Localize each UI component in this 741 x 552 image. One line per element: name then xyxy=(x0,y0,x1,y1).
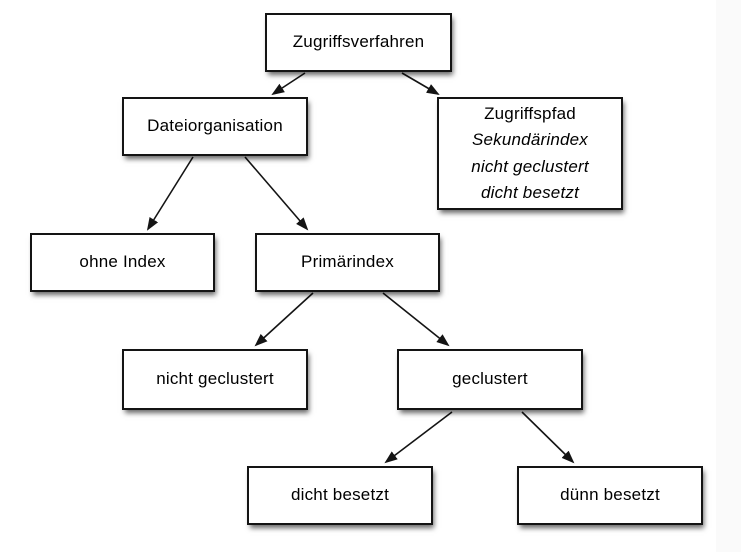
node-dateiorganisation: Dateiorganisation xyxy=(122,97,308,156)
node-label: Sekundärindex xyxy=(471,130,588,150)
node-label: dicht besetzt xyxy=(480,182,580,202)
node-label: Dateiorganisation xyxy=(147,116,283,136)
node-duenn-besetzt: dünn besetzt xyxy=(517,466,703,525)
node-label: Primärindex xyxy=(301,252,394,272)
node-nicht-geclustert: nicht geclustert xyxy=(122,349,308,410)
node-zugriffsverfahren: Zugriffsverfahren xyxy=(265,13,452,72)
node-label: geclustert xyxy=(452,369,528,389)
edge-zugriffsverfahren-to-zugriffspfad xyxy=(401,72,440,96)
edge-geclustert-to-dicht-besetzt xyxy=(384,411,453,464)
page-edge-strip xyxy=(716,0,741,552)
node-primaerindex: Primärindex xyxy=(255,233,440,292)
edge-primaerindex-to-nicht-geclustert xyxy=(254,292,314,347)
node-label: ohne Index xyxy=(79,252,166,272)
node-label: nicht geclustert xyxy=(156,369,274,389)
node-label: Zugriffsverfahren xyxy=(292,32,425,52)
node-label: dicht besetzt xyxy=(290,485,390,505)
edge-zugriffsverfahren-to-dateiorganisation xyxy=(271,72,306,96)
edge-dateiorganisation-to-primaerindex xyxy=(244,156,309,231)
node-geclustert: geclustert xyxy=(397,349,583,410)
edge-dateiorganisation-to-ohne-index xyxy=(146,156,194,231)
node-label: dünn besetzt xyxy=(560,485,660,505)
node-ohne-index: ohne Index xyxy=(30,233,215,292)
edge-primaerindex-to-geclustert xyxy=(382,292,450,347)
node-label: nicht geclustert xyxy=(471,156,589,176)
node-label: Zugriffspfad xyxy=(484,103,576,123)
node-dicht-besetzt: dicht besetzt xyxy=(247,466,433,525)
edge-geclustert-to-duenn-besetzt xyxy=(521,411,575,464)
